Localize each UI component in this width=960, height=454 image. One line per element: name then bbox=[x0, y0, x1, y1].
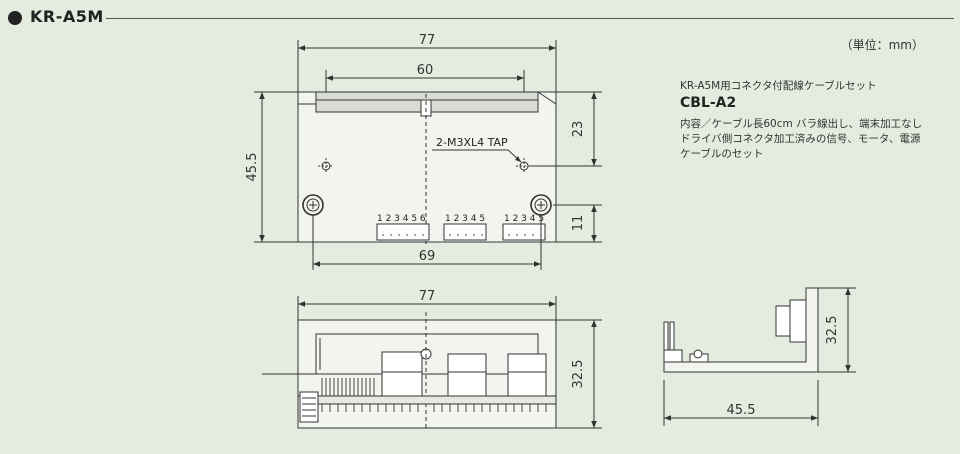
dim-front-height: 32.5 bbox=[571, 360, 586, 389]
top-view bbox=[297, 91, 557, 244]
dim-screw-pitch: 69 bbox=[419, 249, 436, 264]
tap-hole-left-icon bbox=[318, 158, 334, 174]
cable-description: 内容／ケーブル長60cm バラ線出し、端末加工なし ドライバ側コネクタ加工済みの… bbox=[680, 118, 923, 160]
spec-block: KR-A5M用コネクタ付配線ケーブルセット CBL-A2 内容／ケーブル長60c… bbox=[680, 78, 950, 162]
tap-hole-right-icon bbox=[516, 158, 532, 174]
front-connector-3 bbox=[507, 353, 547, 397]
dim-side-width: 45.5 bbox=[727, 403, 756, 418]
front-pcb bbox=[301, 395, 557, 405]
front-view bbox=[262, 296, 602, 429]
dim-hole-pitch: 60 bbox=[417, 63, 434, 78]
unit-note: （単位：mm） bbox=[840, 38, 924, 52]
connector-1 bbox=[376, 223, 430, 241]
dim-top-height: 45.5 bbox=[245, 153, 260, 182]
side-knob bbox=[775, 305, 791, 337]
dim-upper-right: 23 bbox=[571, 121, 586, 138]
section-title: KR-A5M bbox=[30, 7, 104, 26]
bullet-icon bbox=[8, 11, 22, 25]
cable-model: CBL-A2 bbox=[680, 95, 737, 111]
connector-1-pins: 1 2 3 4 5 6 bbox=[377, 214, 426, 224]
dim-side-height: 32.5 bbox=[825, 316, 840, 345]
dim-front-width: 77 bbox=[419, 289, 436, 304]
connector-2 bbox=[443, 223, 487, 241]
front-screw-icon bbox=[299, 391, 319, 423]
cable-set-title: KR-A5M用コネクタ付配線ケーブルセット bbox=[680, 80, 877, 92]
dim-lower-right: 11 bbox=[571, 215, 586, 232]
connector-3-pins: 1 2 3 4 5 bbox=[504, 214, 544, 224]
front-connector-1 bbox=[381, 351, 423, 397]
header-rule bbox=[106, 18, 954, 19]
front-connector-2 bbox=[447, 353, 487, 397]
connector-2-pins: 1 2 3 4 5 bbox=[445, 214, 485, 224]
connector-3 bbox=[502, 223, 546, 241]
section-header: KR-A5M bbox=[6, 6, 954, 32]
top-board bbox=[297, 91, 557, 243]
dim-top-width: 77 bbox=[419, 33, 436, 48]
side-view bbox=[663, 287, 856, 426]
tap-label: 2-M3XL4 TAP bbox=[436, 136, 508, 149]
